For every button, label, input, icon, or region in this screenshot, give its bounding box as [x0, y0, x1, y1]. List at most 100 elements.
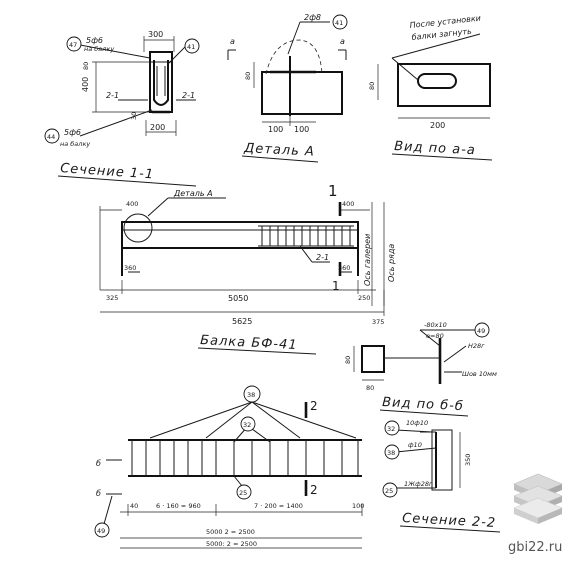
label-bottom-rebar: 5ф6 — [64, 128, 81, 137]
pos-32: 32 — [243, 421, 251, 429]
view-aa-plate — [397, 63, 491, 107]
pos-41-marker — [184, 38, 200, 54]
mark-b-bottom: б — [96, 489, 101, 498]
stirrup — [153, 60, 169, 106]
title-beam: Балка БФ-41 — [200, 333, 298, 353]
view-b-b: -80х10 е=80 49 Н28г Шов 10мм 80 80 Вид п… — [344, 321, 497, 417]
pos-25-s22: 25 — [385, 487, 393, 495]
beam-cut-label: 2-1 — [316, 253, 329, 262]
beam-bf-41: Деталь А 1 1 400 400 360 360 325 5050 25… — [99, 182, 396, 355]
view-a-a: После установки балки загнуть 80 200 Вид… — [368, 14, 493, 161]
plate-length: е=80 — [426, 332, 444, 340]
dim-360-right: 360 — [338, 264, 350, 272]
detail-loop — [265, 39, 323, 75]
dim-80-aa: 80 — [368, 82, 376, 90]
pos-38-s22: 38 — [387, 449, 395, 457]
beam-cage — [258, 225, 354, 247]
view-bb-block — [361, 345, 385, 373]
axis-row: Ось ряда — [387, 244, 396, 282]
plate-spec: -80х10 — [424, 321, 447, 329]
note-line-2: балки загнуть — [411, 27, 472, 42]
view-aa-slot — [417, 73, 457, 89]
dim-7x200: 7 · 200 = 1400 — [254, 502, 303, 510]
section-2-2-outline — [431, 429, 453, 491]
pos-41: 41 — [187, 43, 195, 51]
dim-80: 80 — [82, 62, 90, 70]
dim-5050: 5050 — [228, 294, 248, 303]
rebar-f28: 1Жф28г — [404, 480, 433, 488]
dim-40: 40 — [130, 502, 138, 510]
detail-beam — [261, 71, 343, 115]
rebar-2f8: 2ф8 — [304, 13, 321, 22]
site-name: gbi22.ru — [508, 540, 562, 555]
dim-5625: 5625 — [232, 317, 252, 326]
rebar-f10: ф10 — [408, 441, 422, 449]
pos-41-detail: 41 — [335, 19, 343, 27]
pos-25-marker — [236, 484, 252, 500]
dim-375: 375 — [372, 318, 384, 326]
dim-100-left: 100 — [268, 125, 283, 134]
dim-400-right: 400 — [342, 200, 354, 208]
pos-44-marker — [44, 128, 60, 144]
dim-200: 200 — [150, 123, 165, 132]
weld-spec-1: Н28г — [468, 342, 485, 350]
letter-a-right: а — [340, 37, 345, 46]
pos-49: 49 — [97, 527, 105, 535]
frame-stirrups — [131, 440, 359, 476]
section-mark-1-bottom: 1 — [332, 279, 340, 293]
site-logo — [513, 473, 563, 524]
dim-100-right: 100 — [294, 125, 309, 134]
cut-right: 2-1 — [182, 91, 195, 100]
pos-32-s22-marker — [384, 420, 400, 436]
pos-38: 38 — [247, 391, 255, 399]
pos-49-marker — [94, 522, 110, 538]
pos-49-bb: 49 — [477, 327, 485, 335]
pos-49-bb-marker — [474, 322, 490, 338]
title-view-a-a: Вид по а-а — [394, 139, 476, 158]
dim-80-bb-v: 80 — [344, 356, 352, 364]
detail-a-callout — [123, 213, 153, 243]
title-view-b-b: Вид по б-б — [382, 395, 464, 414]
pos-32-s22: 32 — [387, 425, 395, 433]
dim-325: 325 — [106, 294, 118, 302]
watermark: gbi22.ru — [508, 473, 563, 555]
pos-44: 44 — [47, 133, 55, 141]
pos-25: 25 — [239, 489, 247, 497]
title-section-1-1: Сечение 1-1 — [60, 161, 155, 183]
label-top-sub: на балку — [84, 45, 114, 53]
letter-a-left: а — [230, 37, 235, 46]
pos-32-marker — [240, 416, 256, 432]
dim-6x160: 6 · 160 = 960 — [156, 502, 201, 510]
dim-5000: 5000 2 = 2500 — [206, 528, 255, 536]
dim-80-bb-h: 80 — [366, 384, 374, 392]
label-bottom-sub: на балку — [60, 140, 90, 148]
section-mark-2-bottom: 2 — [310, 483, 318, 497]
reinforcement-frame: 38 32 25 49 2 2 б б 40 6 · 160 = 960 7 ·… — [94, 385, 364, 549]
beam-detail-label: Деталь А — [173, 189, 213, 198]
mark-b-top: б — [96, 459, 101, 468]
title-detail-a: Деталь А — [243, 141, 315, 160]
dim-300: 300 — [148, 30, 163, 39]
dim-30: 30 — [130, 112, 138, 120]
section-mark-2-top: 2 — [310, 399, 318, 413]
weld-spec-2: Шов 10мм — [462, 370, 497, 378]
pos-25-s22-marker — [382, 482, 398, 498]
pos-41-detail-marker — [332, 14, 348, 30]
dim-80-detail: 80 — [244, 72, 252, 80]
rebar-10f10: 10ф10 — [406, 419, 428, 427]
pos-47-marker — [66, 36, 82, 52]
dim-360-left: 360 — [124, 264, 136, 272]
dim-400-left: 400 — [126, 200, 138, 208]
dim-5000b: 5000: 2 = 2500 — [206, 540, 257, 548]
detail-a: а а 2ф8 41 80 100 100 Деталь А — [227, 13, 348, 163]
dim-250: 250 — [358, 294, 370, 302]
dim-350: 350 — [464, 454, 472, 466]
pos-38-marker — [243, 385, 261, 403]
pos-47: 47 — [69, 41, 77, 49]
beam-body — [121, 221, 359, 249]
pos-38-s22-marker — [384, 444, 400, 460]
label-top-rebar: 5ф6 — [86, 36, 103, 45]
dim-400: 400 — [81, 77, 90, 92]
